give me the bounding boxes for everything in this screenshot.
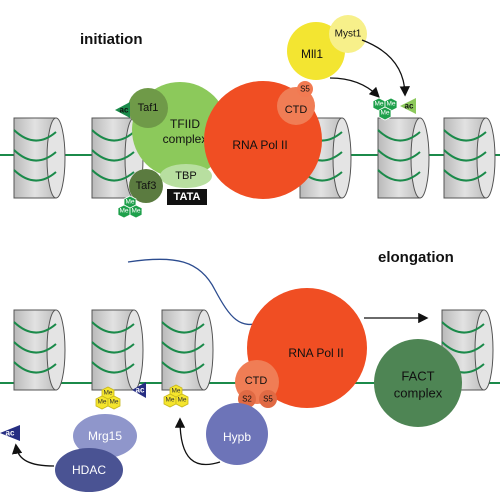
hypb-label: Hypb xyxy=(223,430,251,444)
hdac-arrow xyxy=(11,443,55,467)
mrg15-label: Mrg15 xyxy=(88,429,122,443)
taf3-label: Taf3 xyxy=(136,180,157,192)
acetyl-mark: ac xyxy=(132,382,146,398)
nucleosome xyxy=(13,309,66,391)
me-label: Me xyxy=(374,101,383,108)
myst1-label: Myst1 xyxy=(335,29,362,40)
me-label: Me xyxy=(131,208,140,215)
initiation-title: initiation xyxy=(80,31,143,48)
s2-label: S2 xyxy=(242,395,252,404)
me-label: Me xyxy=(103,390,112,397)
fact-complex: FACT complex xyxy=(374,339,462,427)
methyl-marks-nucleosome: Me Me Me xyxy=(372,97,398,121)
methyl-marks-yellow-3: Me Me Me xyxy=(163,384,189,408)
tata-label: TATA xyxy=(174,191,201,203)
ac-label: ac xyxy=(405,102,414,111)
ac-label: ac xyxy=(6,429,15,438)
taf1-label: Taf1 xyxy=(138,102,159,114)
fact-label-line2: complex xyxy=(394,386,443,401)
ctd-initiation: CTD S5 xyxy=(277,81,315,125)
myst1-arrow xyxy=(361,39,410,97)
ac-label: ac xyxy=(136,386,145,395)
methyl-marks-yellow-2: Me Me Me xyxy=(95,386,121,410)
hdac-label: HDAC xyxy=(72,463,106,477)
tata-box: TATA xyxy=(167,189,207,205)
nucleosome xyxy=(91,309,144,391)
tbp-label: TBP xyxy=(175,170,196,182)
me-label: Me xyxy=(97,399,106,406)
mll1-label: Mll1 xyxy=(301,47,323,61)
me-label: Me xyxy=(125,199,134,206)
elongation-title: elongation xyxy=(378,249,454,266)
mrna-transcript xyxy=(127,258,263,326)
acetyl-mark: ac xyxy=(0,425,20,441)
ctd-label: CTD xyxy=(285,104,308,116)
nucleosome xyxy=(443,117,496,199)
nucleosome xyxy=(377,117,430,199)
ac-label: ac xyxy=(120,106,129,115)
ctd-elongation: CTD S2 S5 xyxy=(235,360,279,408)
hdac-protein: HDAC xyxy=(55,448,123,492)
fact-label-line1: FACT xyxy=(401,369,434,384)
mrg15-protein: Mrg15 xyxy=(73,414,137,458)
nucleosome xyxy=(161,309,214,391)
acetyl-mark: ac xyxy=(400,98,416,114)
tfiid-label-line1: TFIID xyxy=(170,117,200,131)
mll1-arrow xyxy=(329,77,380,98)
tbp-protein: TBP xyxy=(160,164,212,188)
hypb-arrow xyxy=(174,417,221,466)
nucleosome xyxy=(13,117,66,199)
me-label: Me xyxy=(165,397,174,404)
me-label: Me xyxy=(171,388,180,395)
s5-label: S5 xyxy=(263,395,273,404)
acetyl-mark: ac xyxy=(115,102,130,118)
me-label: Me xyxy=(109,399,118,406)
taf1-protein: Taf1 xyxy=(128,88,168,128)
myst1-protein: Myst1 xyxy=(329,15,367,53)
rnapol-label: RNA Pol II xyxy=(232,138,287,152)
me-label: Me xyxy=(386,101,395,108)
hypb-protein: Hypb xyxy=(206,403,268,465)
s5-label: S5 xyxy=(300,85,310,94)
me-label: Me xyxy=(119,208,128,215)
taf3-protein: Taf3 xyxy=(129,169,163,203)
me-label: Me xyxy=(177,397,186,404)
ctd-label: CTD xyxy=(245,375,268,387)
tfiid-label-line2: complex xyxy=(163,132,208,146)
rnapol-label: RNA Pol II xyxy=(288,346,343,360)
me-label: Me xyxy=(380,110,389,117)
methyl-marks-taf3: Me Me Me xyxy=(117,195,143,219)
